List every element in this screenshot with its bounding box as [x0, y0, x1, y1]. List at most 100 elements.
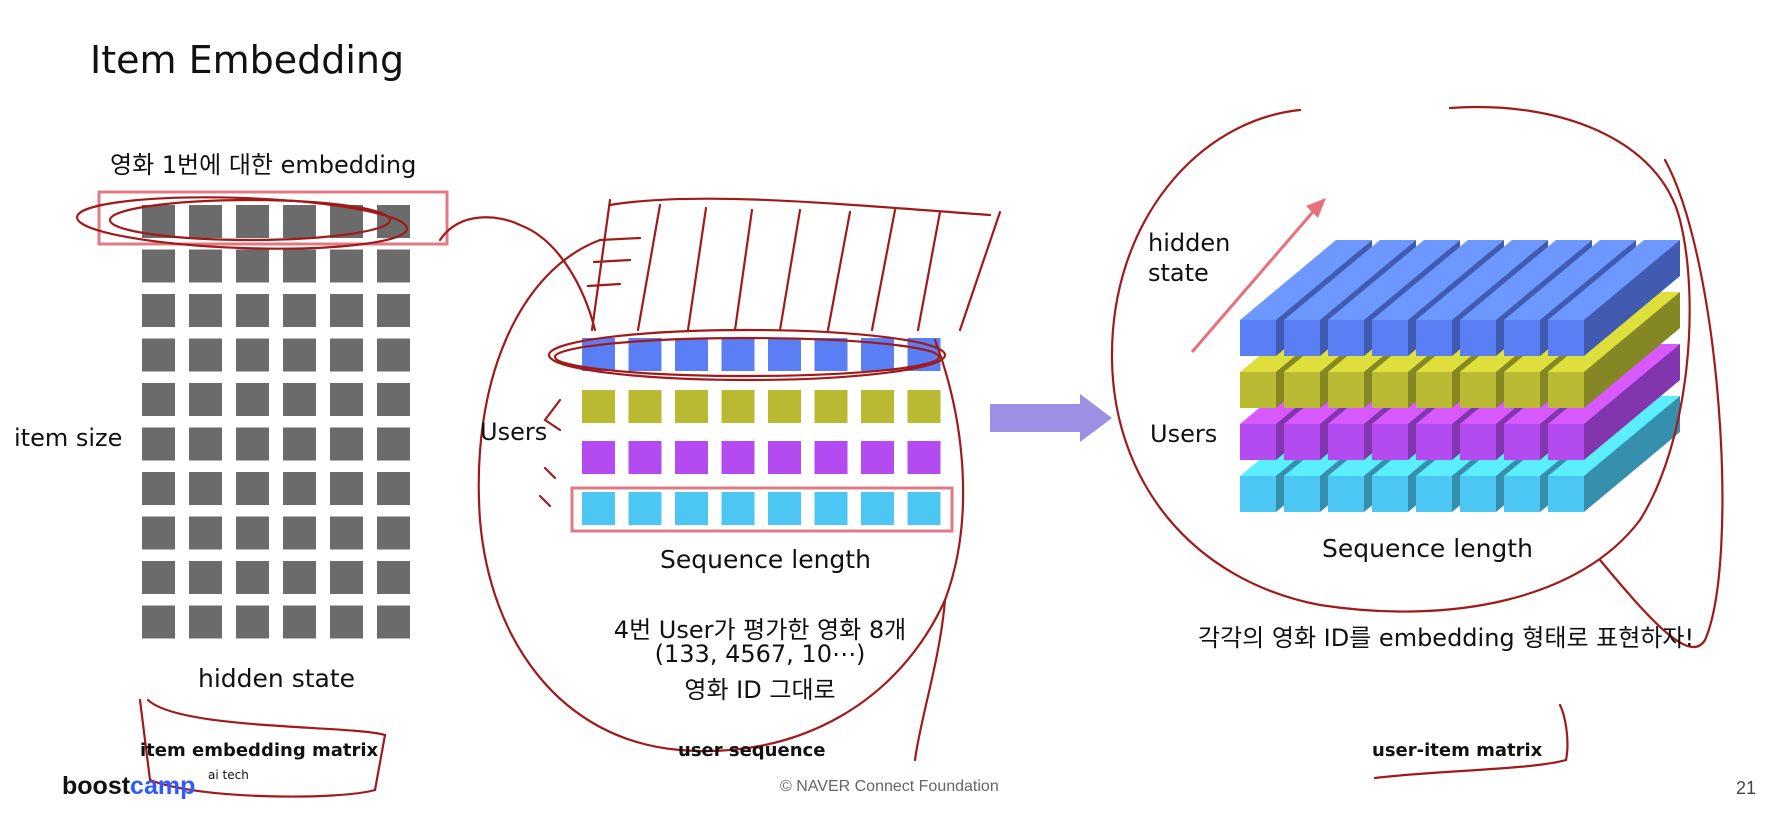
embedding-cell: [236, 427, 269, 461]
cube-block: [1416, 362, 1464, 408]
user-sequence-label: user sequence: [678, 740, 826, 761]
user4-row-highlight: [570, 486, 954, 533]
cube-block: [1504, 414, 1552, 460]
cube-block: [1284, 310, 1332, 356]
cube-block: [1460, 414, 1508, 460]
cube-block: [1328, 310, 1376, 356]
embedding-cell: [236, 205, 269, 238]
embedding-cell: [189, 561, 222, 594]
sequence-cell: [628, 390, 662, 423]
embedding-cell: [189, 605, 222, 639]
embedding-cell: [283, 516, 316, 550]
embedding-cell: [330, 472, 363, 505]
embedding-cell: [377, 516, 410, 550]
sequence-cell: [768, 338, 801, 371]
page-title: Item Embedding: [90, 38, 405, 82]
embedding-cell: [330, 605, 363, 639]
embedding-cell: [377, 383, 410, 416]
note-line-3: 영화 ID 그대로: [684, 676, 836, 704]
sequence-cell: [768, 441, 801, 474]
cube-block: [1416, 310, 1464, 356]
embedding-cell: [283, 338, 316, 372]
embedding-cell: [283, 605, 316, 639]
cube-block: [1240, 466, 1288, 512]
embedding-cell: [283, 427, 316, 461]
sequence-cell: [721, 390, 755, 423]
embedding-cell: [236, 249, 269, 283]
sequence-cell: [628, 441, 662, 474]
sequence-cell: [814, 390, 848, 423]
cube-hidden-state-label: hidden state: [1148, 229, 1231, 287]
hidden-state-arrow: [1190, 198, 1326, 353]
cube-sequence-length-label: Sequence length: [1322, 534, 1533, 563]
embedding-cell: [189, 516, 222, 550]
embedding-cell: [330, 338, 363, 372]
embedding-cell: [189, 383, 222, 416]
embedding-cell: [236, 561, 269, 594]
sequence-cell: [907, 441, 941, 474]
sequence-cell: [721, 338, 755, 371]
transform-arrow: [990, 394, 1112, 442]
embedding-cell: [377, 561, 410, 594]
cube-block: [1416, 466, 1464, 512]
embedding-cell: [236, 516, 269, 550]
cube-block: [1460, 310, 1508, 356]
embedding-cell: [377, 427, 410, 461]
embedding-cell: [330, 383, 363, 416]
sequence-cell: [814, 441, 848, 474]
embedding-cell: [377, 605, 410, 639]
cube-block: [1372, 310, 1420, 356]
cube-block: [1328, 362, 1376, 408]
embedding-cell: [283, 383, 316, 416]
sequence-cell: [861, 441, 894, 474]
cube-block: [1372, 362, 1420, 408]
user-item-matrix-label: user-item matrix: [1372, 740, 1543, 761]
embedding-row-highlight: [97, 190, 449, 246]
embedding-cell: [330, 516, 363, 550]
item-embedding-grid: [142, 205, 410, 639]
embedding-cell: [283, 249, 316, 283]
cube-block: [1504, 362, 1552, 408]
cube-block: [1284, 466, 1332, 512]
cube-caption: 각각의 영화 ID를 embedding 형태로 표현하자!: [1198, 624, 1695, 652]
embedding-cell: [236, 472, 269, 505]
item-embedding-matrix-label: item embedding matrix: [140, 740, 379, 761]
embedding-cell: [236, 383, 269, 416]
cube-block: [1416, 414, 1464, 460]
embedding-cell: [236, 605, 269, 639]
cube-block: [1548, 414, 1596, 460]
embedding-cell: [377, 294, 410, 327]
sequence-cell: [861, 492, 894, 525]
boostcamp-logo: boostcamp: [62, 772, 195, 801]
sequence-cell: [582, 492, 615, 525]
cube-block: [1372, 466, 1420, 512]
hidden-state-label: hidden state: [198, 664, 356, 693]
embedding-cell: [142, 249, 175, 283]
embedding-cell: [142, 294, 175, 327]
sequence-cell: [768, 492, 801, 525]
embedding-cell: [189, 205, 222, 238]
logo-aitech-text: ai tech: [208, 768, 249, 782]
embedding-cell: [142, 516, 175, 550]
sequence-cell: [675, 492, 708, 525]
sequence-cell: [675, 338, 708, 371]
cube-block: [1328, 414, 1376, 460]
embedding-row-label: 영화 1번에 대한 embedding: [110, 151, 417, 179]
handwritten-annotations: [75, 106, 1724, 798]
sequence-cell: [628, 492, 662, 525]
cube-block: [1240, 362, 1288, 408]
embedding-cell: [236, 294, 269, 327]
embedding-cell: [142, 605, 175, 639]
embedding-cell: [377, 249, 410, 283]
sequence-cell: [675, 441, 708, 474]
embedding-cell: [189, 249, 222, 283]
note-line-2: (133, 4567, 10⋯): [654, 640, 866, 668]
embedding-cell: [283, 472, 316, 505]
embedding-cell: [142, 338, 175, 372]
embedding-cell: [330, 294, 363, 327]
users-label: Users: [480, 418, 548, 446]
cube-block: [1548, 362, 1596, 408]
embedding-cell: [189, 338, 222, 372]
sequence-cell: [721, 441, 755, 474]
